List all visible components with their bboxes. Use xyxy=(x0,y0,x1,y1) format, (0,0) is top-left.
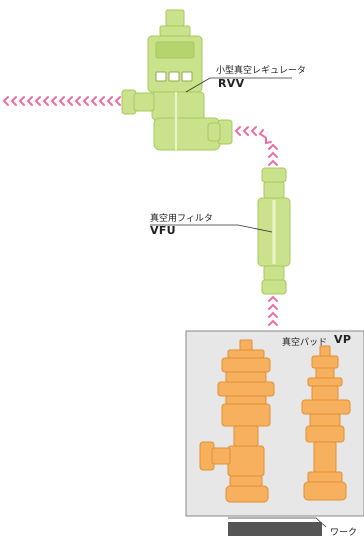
pad-name-label: 真空パッド xyxy=(282,338,328,348)
regulator-rvv xyxy=(121,9,233,151)
filter-name-label: 真空用フィルタ xyxy=(150,214,213,224)
flow-arrows-left xyxy=(2,96,121,106)
filter-model-label: VFU xyxy=(150,224,176,237)
filter-vfu xyxy=(257,167,291,295)
leader-lines xyxy=(150,77,327,528)
flow-arrows-elbow xyxy=(234,126,278,166)
vacuum-pad-right xyxy=(301,345,351,501)
vacuum-pad-left xyxy=(199,339,275,503)
pad-model-label: VP xyxy=(334,333,352,346)
regulator-model-label: RVV xyxy=(218,77,245,90)
work-piece xyxy=(228,522,322,536)
regulator-name-label: 小型真空レギュレータ xyxy=(216,66,306,76)
work-label: ワーク xyxy=(330,528,358,538)
flow-arrows-lower xyxy=(268,295,278,326)
